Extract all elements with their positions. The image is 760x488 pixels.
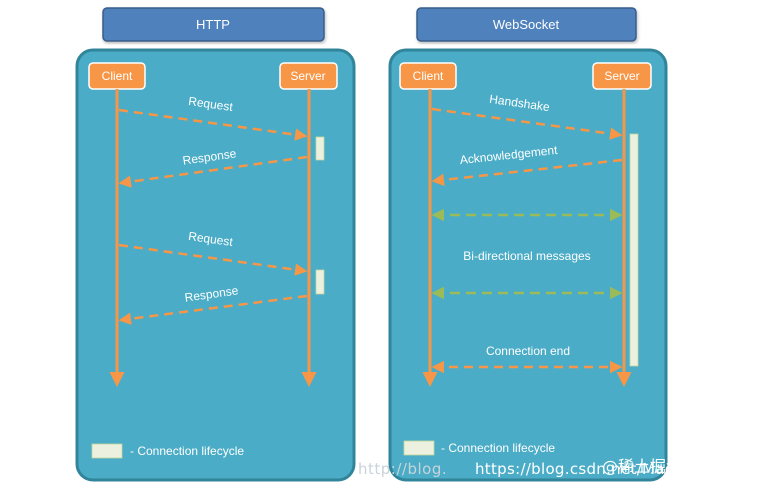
http-server-label: Server: [290, 69, 325, 83]
websocket-client-label: Client: [413, 69, 444, 83]
websocket-title-box: [416, 7, 637, 42]
http-title: HTTP: [196, 17, 230, 32]
websocket-server-label: Server: [604, 69, 639, 83]
websocket-legend-label: - Connection lifecycle: [441, 441, 555, 455]
http-lifecycle-bar-1: [315, 136, 325, 161]
http-lifecycle-bar-2: [315, 269, 325, 295]
websocket-lifecycle-bar: [629, 133, 639, 367]
watermark-url: https://blog.csdn.net/Macyiz: [475, 460, 696, 478]
http-request-label-2: Request: [187, 229, 234, 249]
http-panel: HTTP Client Server Request Response Requ…: [75, 7, 356, 482]
websocket-panel: WebSocket Client Server Handshake Acknow…: [388, 7, 668, 482]
watermark-credit: @稀土掘金技术社区: [602, 457, 747, 476]
http-request-arrow-2: [118, 243, 308, 276]
http-response-arrow-1: [118, 155, 308, 188]
websocket-legend-swatch: [403, 440, 435, 456]
websocket-client-box: [399, 62, 457, 90]
websocket-server-box: [592, 62, 652, 90]
websocket-handshake-arrow: [431, 107, 623, 140]
watermark-faded-url: http://blog.: [358, 460, 448, 478]
websocket-bidirectional-label: Bi-directional messages: [463, 249, 590, 263]
http-legend-label: - Connection lifecycle: [130, 444, 244, 458]
http-client-label: Client: [102, 69, 133, 83]
http-request-label-1: Request: [187, 94, 234, 114]
http-response-arrow-2: [118, 294, 308, 325]
websocket-acknowledgement-arrow: [431, 158, 623, 187]
http-request-arrow-1: [118, 108, 308, 141]
websocket-connection-end-label: Connection end: [486, 344, 570, 358]
http-title-box: [102, 7, 325, 42]
http-panel-background: [75, 48, 356, 482]
http-legend-swatch: [91, 443, 123, 459]
websocket-title: WebSocket: [493, 17, 560, 32]
